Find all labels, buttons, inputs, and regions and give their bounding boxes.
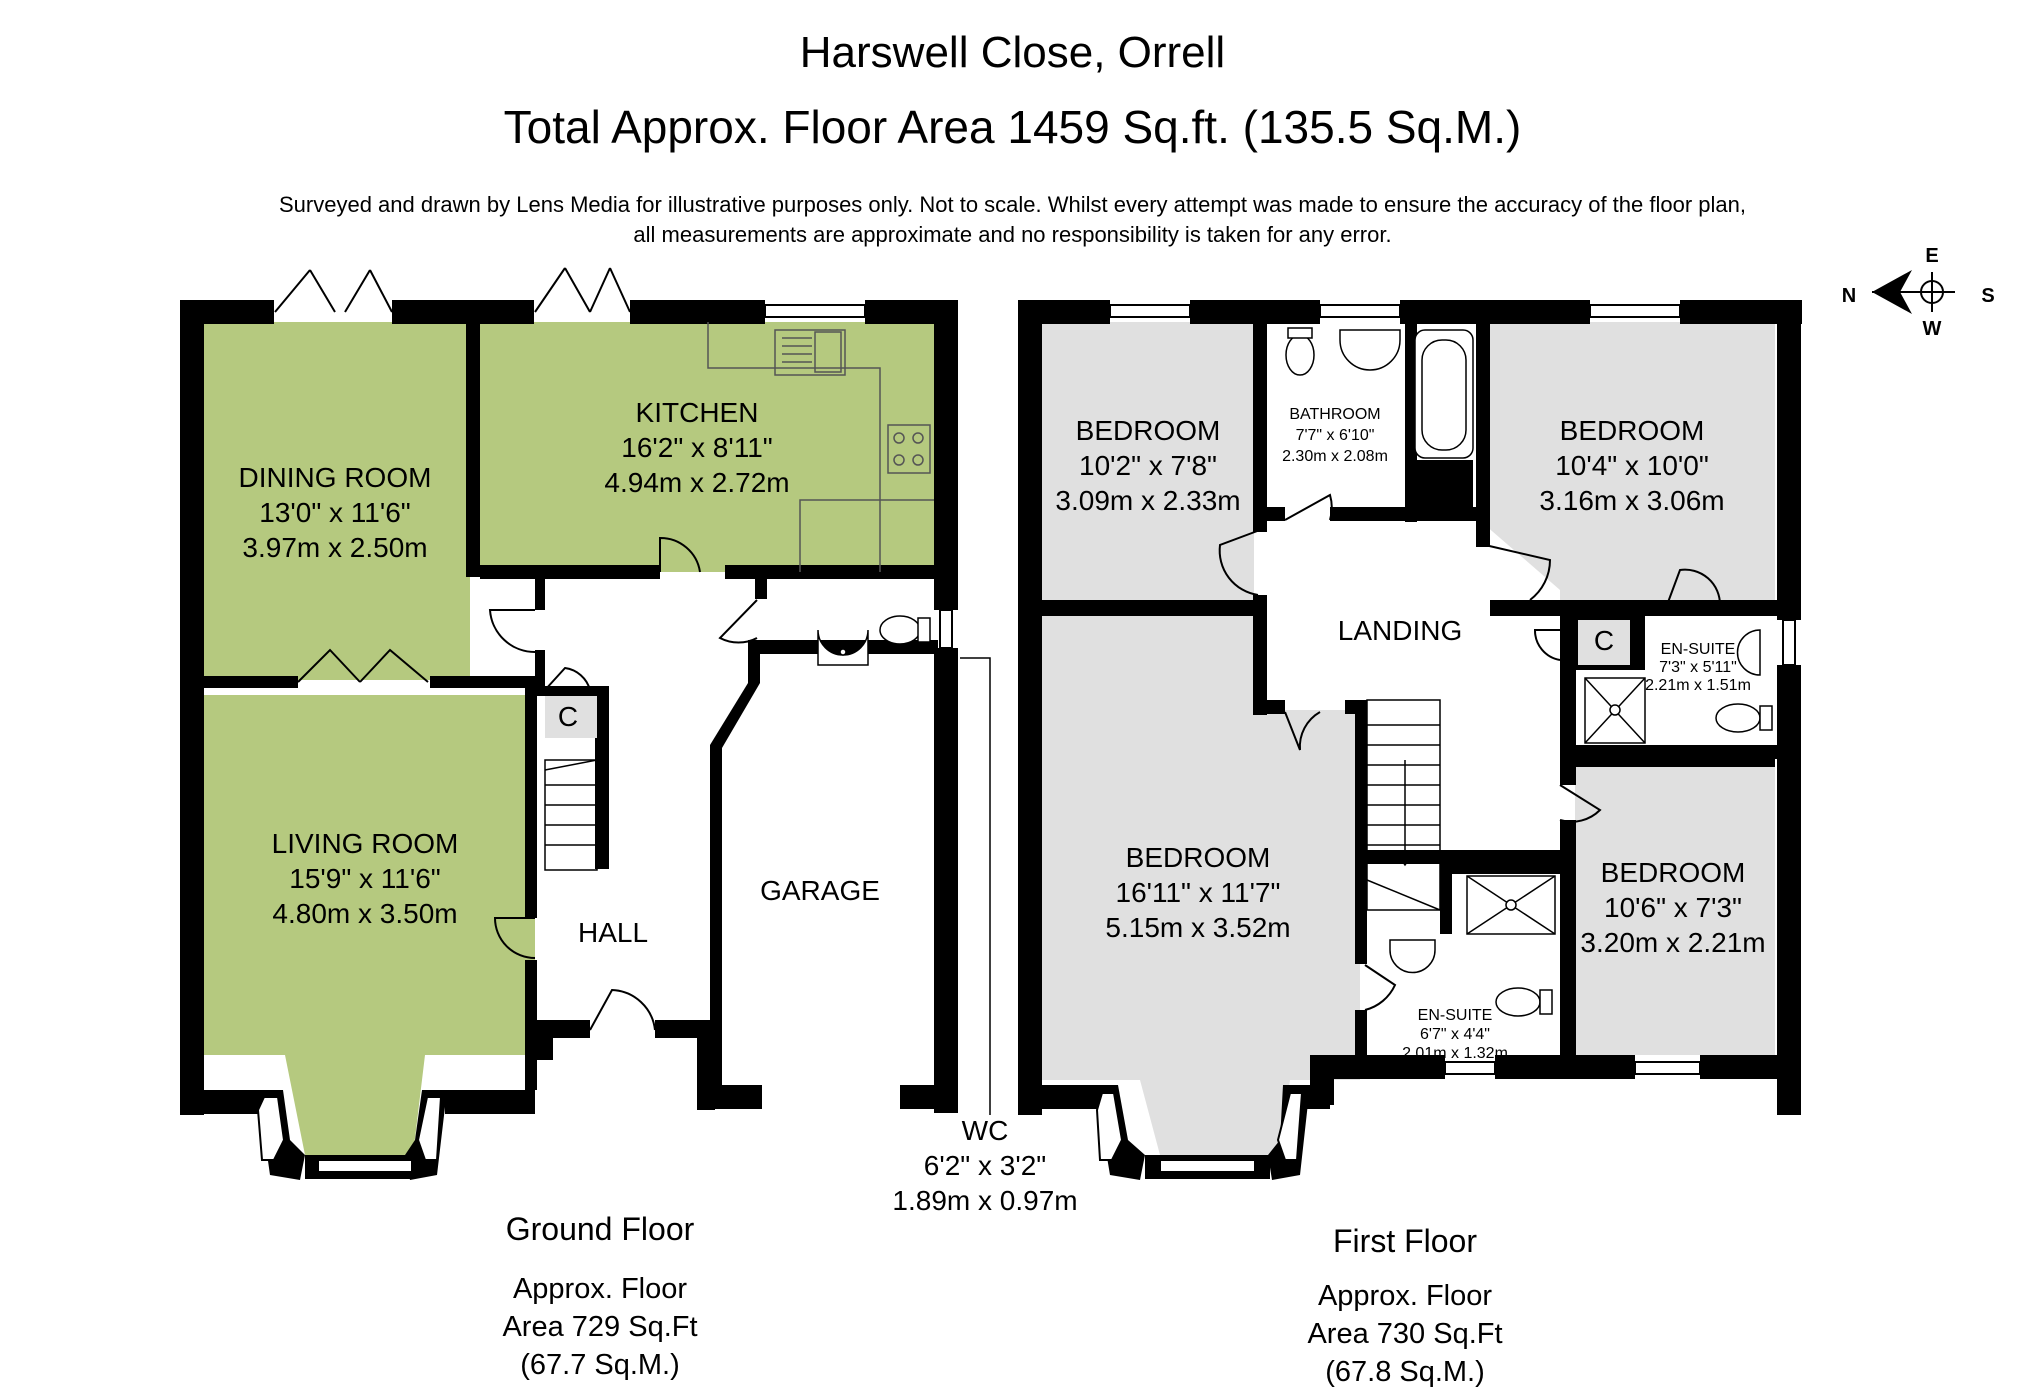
- first-door-swings: [1218, 493, 1722, 1011]
- ground-door-swings: [488, 536, 758, 1031]
- master-bedroom-imperial: 16'11" x 11'7": [1116, 877, 1281, 908]
- garage-area: [710, 683, 934, 1085]
- compass-north-arrow-icon: [1872, 270, 1912, 314]
- wc-metric: 1.89m x 0.97m: [892, 1185, 1077, 1216]
- first-floor-area-line3: (67.8 Sq.M.): [1325, 1356, 1485, 1388]
- living-room-imperial: 15'9" x 11'6": [289, 863, 440, 894]
- dining-room-area: [203, 322, 535, 680]
- ensuite-small-label: EN-SUITE: [1418, 1007, 1493, 1024]
- first-stairs: [1366, 699, 1441, 911]
- master-bedroom-metric: 5.15m x 3.52m: [1105, 912, 1290, 943]
- wc-fittings: [817, 615, 931, 666]
- front-bedroom-label: BEDROOM: [1076, 415, 1221, 446]
- compass-rose: N E S W: [1842, 245, 1995, 340]
- disclaimer-line-1: Surveyed and drawn by Lens Media for ill…: [279, 192, 1746, 217]
- ground-windows: [256, 304, 953, 1173]
- front-bedroom-imperial: 10'2" x 7'8": [1079, 450, 1217, 481]
- ground-french-doors: [274, 267, 631, 683]
- ground-floor-title: Ground Floor: [506, 1211, 695, 1247]
- dining-room-imperial: 13'0" x 11'6": [259, 497, 410, 528]
- rear-bedroom-imperial: 10'4" x 10'0": [1555, 450, 1709, 481]
- kitchen-area: [479, 322, 934, 572]
- ground-cupboard-area: [545, 696, 597, 738]
- first-windows: [1095, 304, 1796, 1173]
- first-floor-area-line1: Approx. Floor: [1318, 1280, 1492, 1312]
- compass-east-label: E: [1925, 245, 1938, 267]
- kitchen-imperial: 16'2" x 8'11": [621, 432, 772, 463]
- ground-floor-plan: DINING ROOM 13'0" x 11'6" 3.97m x 2.50m …: [180, 267, 1078, 1381]
- ensuite-main-metric: 2.21m x 1.51m: [1645, 677, 1751, 694]
- compass-north-label: N: [1842, 285, 1856, 307]
- total-floor-area: Total Approx. Floor Area 1459 Sq.ft. (13…: [503, 101, 1522, 153]
- small-bedroom-label: BEDROOM: [1601, 857, 1746, 888]
- first-floor-area-line2: Area 730 Sq.Ft: [1307, 1318, 1502, 1350]
- wc-leader-line: [960, 657, 991, 1115]
- master-bedroom-area: [1042, 615, 1360, 1155]
- front-bedroom-area: [1042, 322, 1254, 602]
- front-bedroom-metric: 3.09m x 2.33m: [1055, 485, 1240, 516]
- living-room-label: LIVING ROOM: [272, 828, 459, 859]
- first-floor-plan: BEDROOM 10'2" x 7'8" 3.09m x 2.33m BATHR…: [1018, 300, 1802, 1388]
- rear-bedroom-area: [1490, 322, 1775, 602]
- bathroom-fittings: [1285, 327, 1474, 459]
- first-floor-title: First Floor: [1333, 1223, 1477, 1259]
- ground-cupboard-label: C: [558, 701, 578, 732]
- rear-bedroom-metric: 3.16m x 3.06m: [1539, 485, 1724, 516]
- ground-inner-walls: [203, 322, 938, 1090]
- master-bedroom-label: BEDROOM: [1126, 842, 1271, 873]
- garage-label: GARAGE: [760, 875, 880, 906]
- ground-floor-area-line3: (67.7 Sq.M.): [520, 1349, 680, 1381]
- ground-floor-area-line2: Area 729 Sq.Ft: [502, 1311, 697, 1343]
- ensuite-fittings: [1389, 629, 1773, 1017]
- ensuite-main-label: EN-SUITE: [1661, 641, 1736, 658]
- landing-area: [1268, 525, 1560, 850]
- ensuite-main-imperial: 7'3" x 5'11": [1659, 659, 1737, 676]
- first-cupboard-label: C: [1594, 625, 1614, 656]
- bathroom-imperial: 7'7" x 6'10": [1296, 427, 1375, 444]
- ensuite-small-metric: 2.01m x 1.32m: [1402, 1045, 1508, 1062]
- small-bedroom-imperial: 10'6" x 7'3": [1604, 892, 1742, 923]
- property-title: Harswell Close, Orrell: [799, 28, 1226, 77]
- ground-stairs: [544, 759, 598, 871]
- kitchen-metric: 4.94m x 2.72m: [604, 467, 789, 498]
- bathroom-metric: 2.30m x 2.08m: [1282, 448, 1388, 465]
- first-cupboard-area: [1578, 620, 1630, 665]
- ensuite-small-imperial: 6'7" x 4'4": [1420, 1026, 1490, 1043]
- small-bedroom-metric: 3.20m x 2.21m: [1580, 927, 1765, 958]
- hall-area: [535, 580, 700, 1020]
- landing-label: LANDING: [1338, 615, 1462, 646]
- small-bedroom-area: [1575, 765, 1775, 1055]
- wc-imperial: 6'2" x 3'2": [924, 1150, 1046, 1181]
- ground-floor-area-line1: Approx. Floor: [513, 1273, 687, 1305]
- living-room-area: [203, 695, 535, 1155]
- living-room-metric: 4.80m x 3.50m: [272, 898, 457, 929]
- compass-west-label: W: [1923, 318, 1942, 340]
- hall-label: HALL: [578, 917, 648, 948]
- bathroom-label: BATHROOM: [1289, 406, 1380, 423]
- compass-south-label: S: [1981, 285, 1994, 307]
- dining-room-metric: 3.97m x 2.50m: [242, 532, 427, 563]
- disclaimer-line-2: all measurements are approximate and no …: [633, 222, 1392, 247]
- wc-label: WC: [962, 1115, 1009, 1146]
- kitchen-label: KITCHEN: [636, 397, 759, 428]
- dining-room-label: DINING ROOM: [239, 462, 432, 493]
- kitchen-fittings: [707, 322, 934, 572]
- rear-bedroom-label: BEDROOM: [1560, 415, 1705, 446]
